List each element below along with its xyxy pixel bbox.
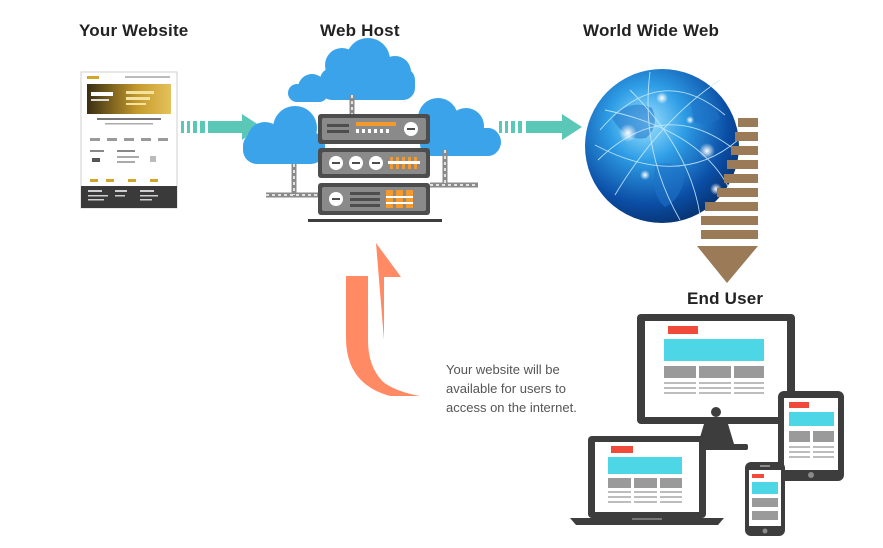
server-icon xyxy=(308,114,442,222)
desktop-monitor-icon xyxy=(637,314,795,450)
thumbnail-footer xyxy=(81,186,177,208)
label-web-host: Web Host xyxy=(320,21,400,40)
globe-icon xyxy=(585,69,739,223)
phone-icon xyxy=(745,462,785,536)
flow-arrow-web-to-user xyxy=(697,118,758,283)
cloud-icon xyxy=(243,38,501,164)
tablet-icon xyxy=(778,391,844,481)
label-world-wide-web: World Wide Web xyxy=(583,21,720,40)
description-line-3: access on the internet. xyxy=(446,400,577,415)
description-line-2: available for users to xyxy=(446,381,566,396)
return-arrow xyxy=(346,243,420,396)
flow-arrow-host-to-web xyxy=(499,114,582,140)
laptop-icon xyxy=(570,436,724,525)
description-text: Your website will be available for users… xyxy=(446,360,577,417)
description-line-1: Your website will be xyxy=(446,362,560,377)
label-your-website: Your Website xyxy=(79,21,189,40)
label-end-user: End User xyxy=(687,289,764,308)
flow-arrow-website-to-host xyxy=(181,114,262,140)
website-thumbnail xyxy=(80,71,178,209)
